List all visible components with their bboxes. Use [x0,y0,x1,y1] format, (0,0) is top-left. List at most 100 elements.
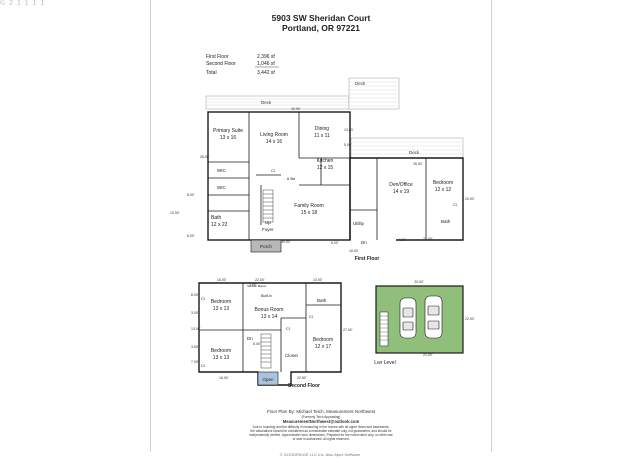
area-label-first: First Floor [206,54,229,60]
footer-line-4: Due to rounding and the difficulty in me… [253,425,390,429]
wic-2-label: WIC [217,185,226,190]
deck-width-dim: 40.00' [291,107,301,111]
dim-bottom-b: 16.00' [349,249,359,253]
sf-dim-left-e: 7.00' [191,360,199,364]
nook-label: 6 Be [287,176,296,181]
dim-small-a: 5.00' [344,143,352,147]
sf-room-bedroom-2-dims: 13 x 13 [213,355,230,361]
dim-bottom-c: 21.00' [423,237,433,241]
sf-room-bedroom-3-name: Bedroom [313,337,333,343]
sf-bath-label: Bath [317,298,327,303]
dim-right-side: 20.00' [465,197,475,201]
sf-closet-1-label: Cl [201,296,205,301]
sf-dim-left-b: 13.00' [191,327,201,331]
sf-dim-bottom-b: 22.50' [297,376,307,380]
sf-header-note: Sunken Below [247,284,267,288]
lwr-dim-top: 20.00' [414,280,424,284]
lower-level-plan: 20.00' 22.00' 21.00' Lwr Level [374,280,474,366]
sf-dim-left-a: 8.00' [191,293,199,297]
footer-line-6: independently verified. Approximate room… [249,433,393,437]
dim-left-a: 26.00' [200,155,210,159]
room-bedroom-dims: 12 x 12 [435,187,452,193]
sf-dim-right-a: 27.00' [343,328,353,332]
dim-left-b: 8.00' [187,193,195,197]
area-table: First Floor 2,396 sf Second Floor 1,046 … [206,54,279,76]
sf-dim-left-c: 3.00' [191,311,199,315]
car-2-icon [424,295,443,339]
room-family-dims: 15 x 18 [301,210,318,216]
sf-closet-4-label: Cl [309,314,313,319]
porch-label: Porch [260,244,272,249]
dim-right-top: 26.00' [413,162,423,166]
sf-room-bedroom-1-dims: 13 x 13 [213,306,230,312]
deck-right: Deck [350,137,464,159]
footer-line-1: Floor Plan By: Michael Teich, Measuremen… [267,409,376,414]
address-line-1: 5903 SW Sheridan Court [272,13,371,23]
first-floor-plan: Deck Deck 40.00' Deck [170,77,475,262]
footer-credits: Floor Plan By: Michael Teich, Measuremen… [249,409,393,441]
sf-builtin-label: Built-in [261,294,272,298]
room-family-name: Family Room [294,203,323,209]
sf-dim-left-d: 3.50' [191,345,199,349]
footer-line-5: the calculations should be considered as… [250,429,391,433]
dim-small-b: 6.00' [331,241,339,245]
room-living-dims: 14 x 16 [266,139,283,145]
deck-mid-label: Deck [261,100,272,105]
floor-plan-page: 5903 SW Sheridan Court Portland, OR 9722… [150,0,492,452]
sf-closet-3-label: Cl [286,326,290,331]
room-primary-suite-dims: 13 x 16 [220,135,237,141]
closet-1-label: Cl [271,168,275,173]
stairs-up-label: Up [265,220,271,225]
sf-closet-label: Closet [285,353,299,358]
open-label: Open [262,377,274,382]
dim-bottom-a: 40.00' [281,240,291,244]
dim-dining-side: 13.00' [344,128,354,132]
sf-dim-bottom-a: 16.00' [219,376,229,380]
stairs-down-label: Dn [361,240,367,245]
footer-line-7: or user is authorized. All rights reserv… [293,437,350,441]
room-kitchen-dims: 12 x 15 [317,165,334,171]
dim-left-c: 10.00' [170,211,180,215]
footer-line-2: (Formerly Teich Appraising) [302,415,341,419]
room-bedroom-name: Bedroom [433,180,453,186]
dim-small-c: 4.00' [398,238,406,242]
sf-dim-top-mid: 22.00' [255,278,265,282]
room-bath-dims: 12 x 22 [211,222,228,228]
sf-room-bedroom-1-name: Bedroom [211,299,231,305]
room-dining-dims: 11 x 11 [314,133,330,139]
sf-dim-mid-b: 3.00' [249,283,257,287]
sf-room-bonus-dims: 13 x 14 [261,314,278,320]
floor-plan-drawing: 5903 SW Sheridan Court Portland, OR 9722… [170,13,475,441]
first-floor-title: First Floor [355,256,380,262]
sf-dim-mid-a: 8.00' [253,342,261,346]
sf-closet-2-label: Cl [201,363,205,368]
car-1-icon [399,297,417,339]
room-living-name: Living Room [260,132,288,138]
room-dining-name: Dining [315,126,329,132]
wic-1-label: WIC [217,168,226,173]
lower-level-fill [375,285,464,354]
utility-label: Utility [353,221,365,226]
room-kitchen-name: Kitchen [317,158,334,164]
dim-left-d: 6.00' [187,234,195,238]
area-value-first: 2,396 sf [257,54,275,60]
watermark: © 2 1 1 1 1 [0,0,46,7]
lwr-dim-bottom: 21.00' [423,353,433,357]
area-value-second: 1,046 sf [257,61,275,67]
address-line-2: Portland, OR 97221 [282,23,360,33]
room-den-dims: 14 x 19 [393,189,410,195]
area-value-total: 3,442 sf [257,70,275,76]
sf-room-bedroom-3-dims: 12 x 17 [315,344,332,350]
deck-right-label: Deck [409,150,420,155]
sf-room-bonus-name: Bonus Room [255,307,284,313]
room-bath-name: Bath [211,215,222,221]
footer-line-3: MeasurementNorthwest@outlook.com [283,419,360,424]
open-area [257,371,279,386]
area-label-total: Total [206,70,217,76]
deck-top: Deck Deck 40.00' [205,77,400,111]
sf-stairs-down-label: Dn [247,336,253,341]
deck-top-label: Deck [355,81,366,86]
sf-room-bedroom-2-name: Bedroom [211,348,231,354]
lwr-dim-right: 22.00' [465,317,475,321]
copyright-credit: © GOODRIDGE LLC Inc. Also Apex Software [279,452,361,457]
